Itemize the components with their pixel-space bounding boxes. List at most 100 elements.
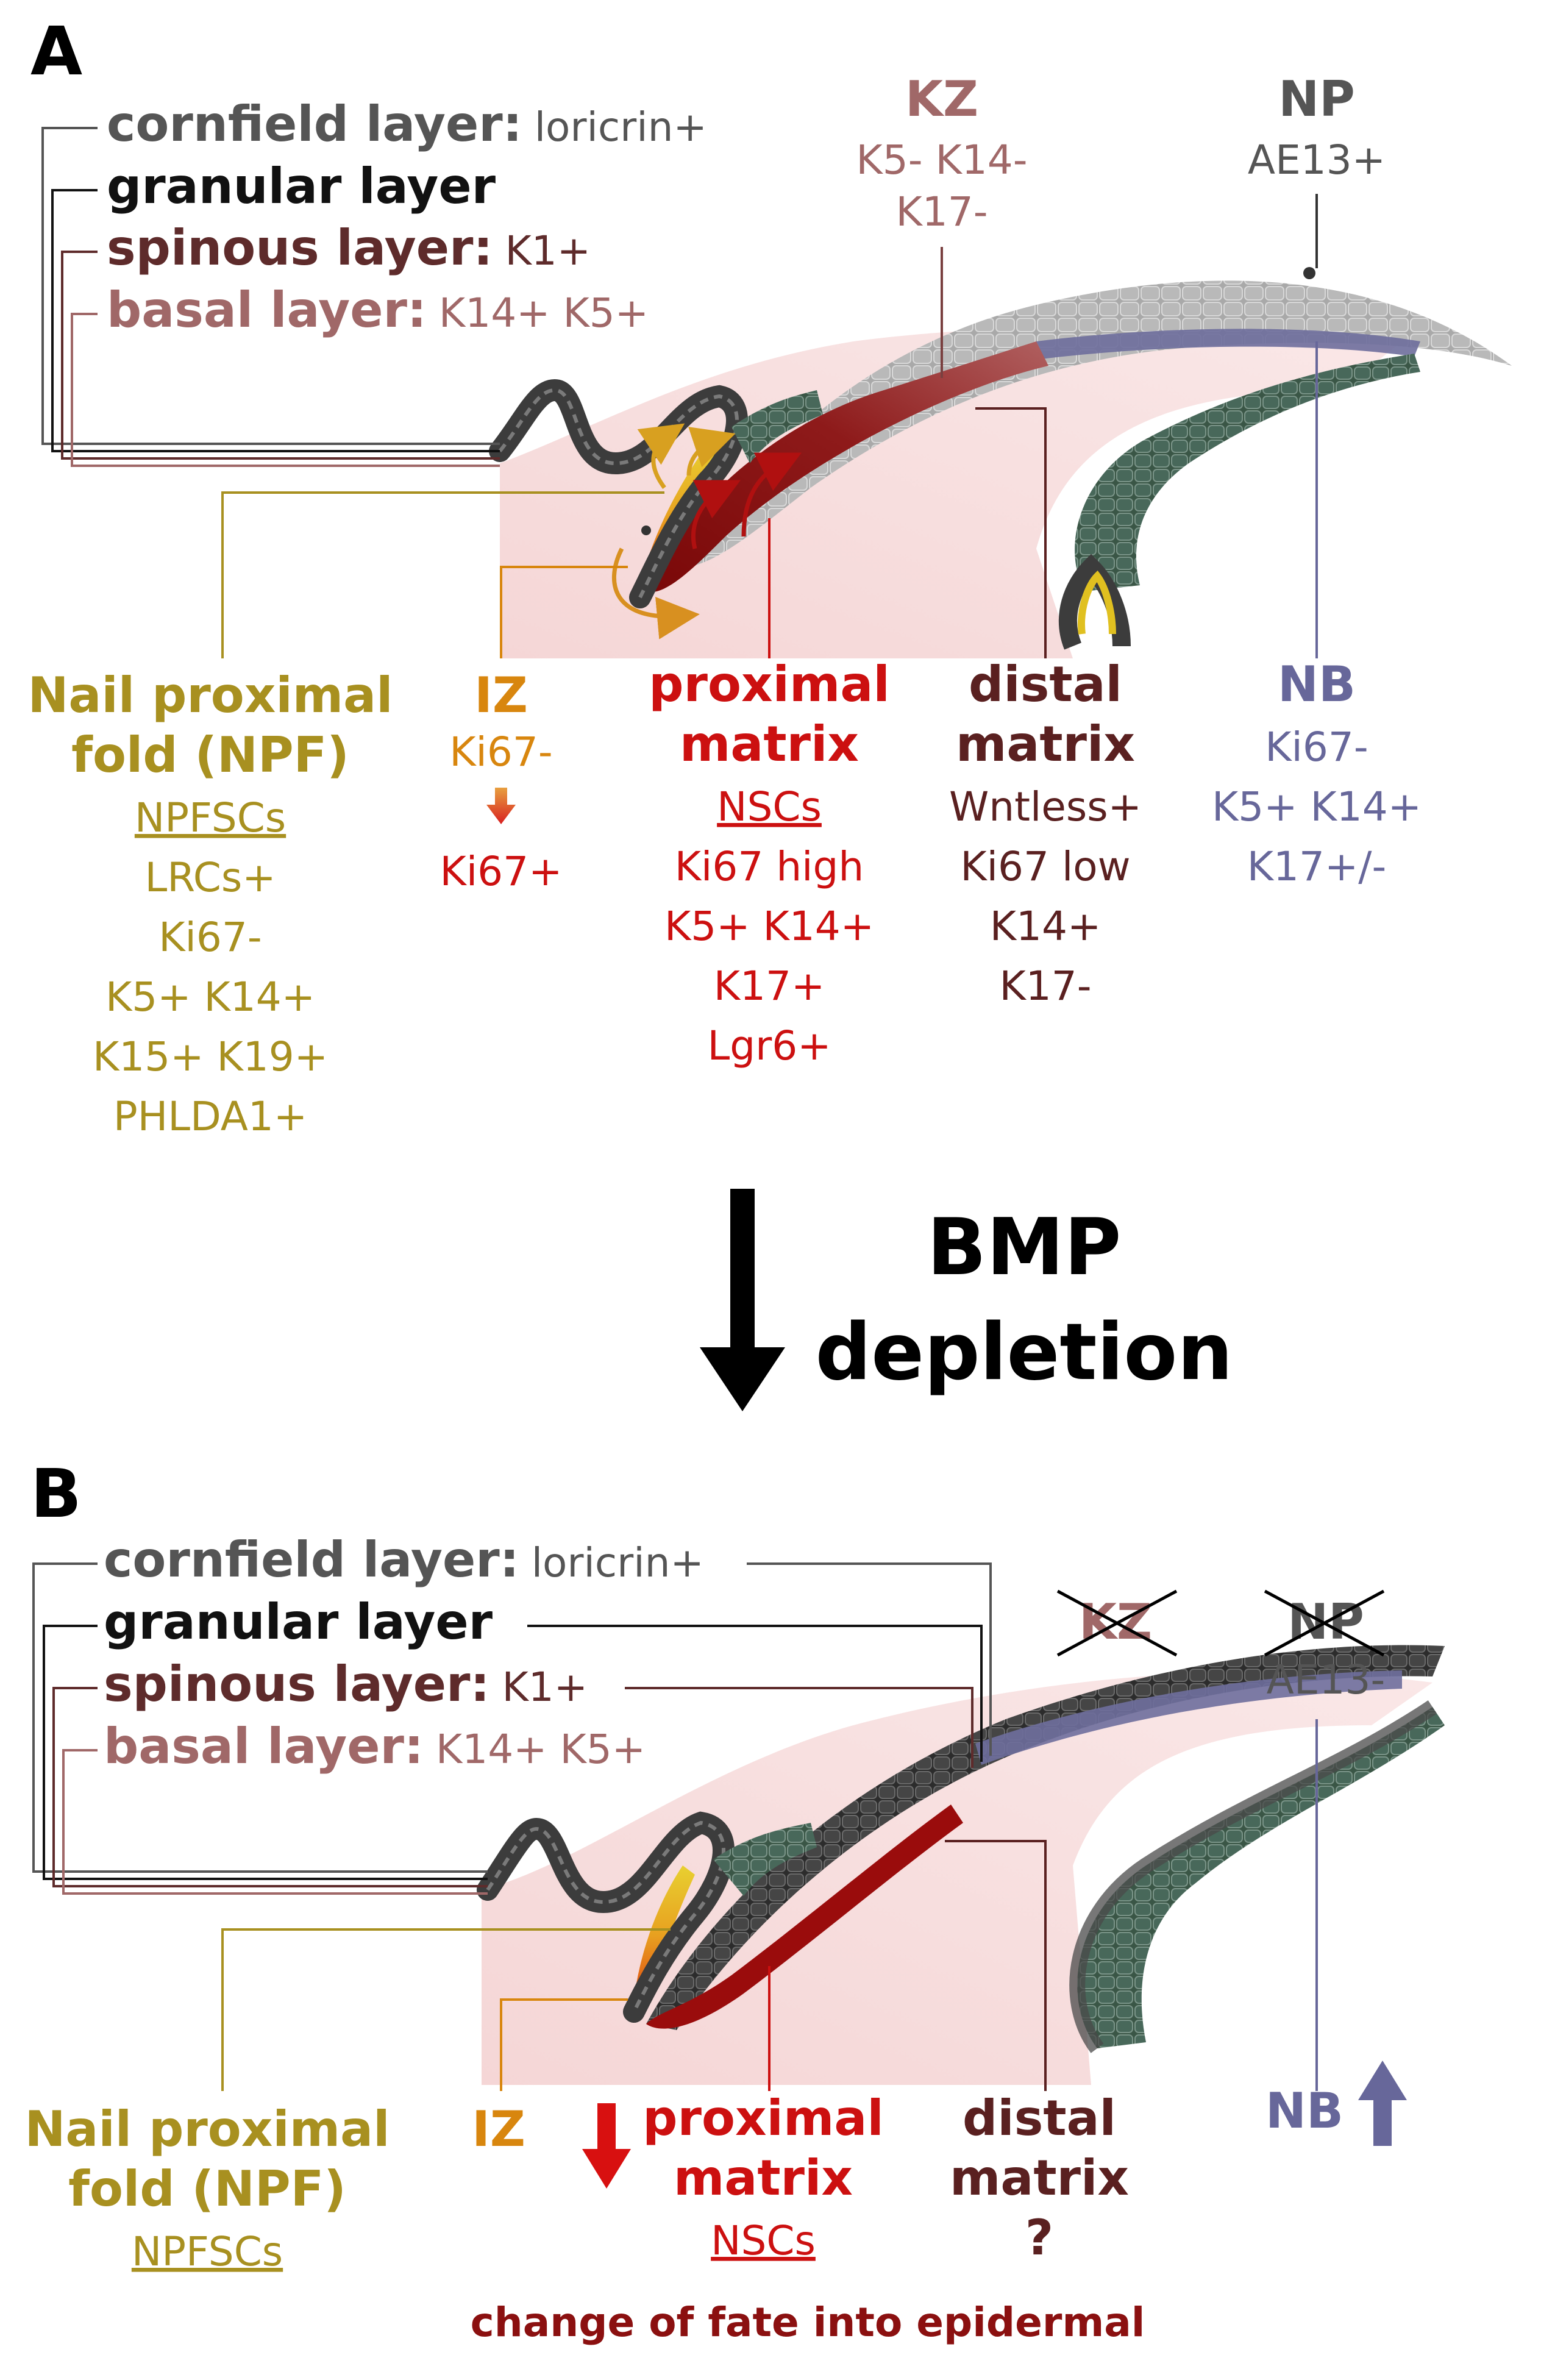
svg-text:Wntless+: Wntless+: [949, 783, 1142, 830]
spinous-layer-name: spinous layer:: [107, 219, 493, 276]
decrease-arrow-icon: [582, 2103, 631, 2189]
svg-text:matrix: matrix: [674, 2150, 853, 2206]
svg-text:IZ: IZ: [474, 667, 528, 724]
svg-text:K5- K14-: K5- K14-: [856, 137, 1027, 183]
panel-b-letter: B: [30, 1455, 82, 1533]
svg-text:PHLDA1+: PHLDA1+: [113, 1093, 307, 1140]
svg-text:K17+: K17+: [714, 963, 825, 1010]
nail-bed-band-b: [975, 1670, 1402, 1765]
panel-a: A: [27, 12, 1512, 1140]
basal-layer-marker: K14+ K5+: [439, 290, 649, 337]
svg-text:basal layer:K14+ K5+: basal layer: K14+ K5+: [107, 282, 649, 338]
nail-illustration-b: [477, 1645, 1445, 2085]
depletion-label: depletion: [816, 1307, 1233, 1398]
panel-b: B co: [24, 1455, 1445, 2346]
green-tissue-b: [713, 1823, 817, 1896]
svg-text:K15+ K19+: K15+ K19+: [93, 1033, 328, 1080]
layer-labels-b: cornfield layer: loricrin+ granular layer…: [104, 1531, 704, 1775]
svg-text:NPFSCs: NPFSCs: [132, 2228, 283, 2275]
svg-text:cornfield layer:loricrin+: cornfield layer: loricrin+: [104, 1531, 704, 1588]
basal-layer-marker-b: K14+ K5+: [436, 1726, 646, 1773]
svg-text:fold (NPF): fold (NPF): [71, 727, 349, 783]
nb-label-a: NB Ki67- K5+ K14+ K17+/-: [1212, 656, 1422, 890]
svg-text:proximal: proximal: [642, 2090, 883, 2147]
svg-text:?: ?: [1025, 2209, 1053, 2266]
npf-label-b: Nail proximal fold (NPF) NPFSCs: [24, 2101, 390, 2275]
granular-layer-name: granular layer: [107, 158, 496, 215]
cornfield-layer-marker: loricrin+: [535, 104, 707, 151]
svg-text:Ki67-: Ki67-: [449, 729, 552, 775]
kz-label-a: KZ K5- K14- K17-: [856, 71, 1028, 378]
svg-text:basal layer:K14+ K5+: basal layer: K14+ K5+: [104, 1718, 646, 1775]
nb-label-b: NB: [1265, 2061, 1407, 2146]
hyponychium-a: [1075, 354, 1420, 591]
fate-change-caption: change of fate into epidermal: [471, 2299, 1145, 2346]
svg-text:matrix: matrix: [950, 2150, 1129, 2206]
connector-lines-b: [221, 1719, 1318, 2091]
npf-label-a: Nail proximal fold (NPF) NPFSCs LRCs+ Ki…: [27, 667, 393, 1140]
svg-text:matrix: matrix: [956, 716, 1135, 772]
np-label-a: NP AE13+: [1248, 71, 1386, 268]
svg-text:NSCs: NSCs: [711, 2217, 816, 2264]
iz-down-arrow-icon: [486, 788, 516, 824]
svg-text:proximal: proximal: [649, 656, 889, 713]
svg-text:Ki67 low: Ki67 low: [960, 843, 1130, 890]
svg-text:KZ: KZ: [905, 71, 978, 127]
matrix-b: [646, 1805, 963, 2029]
basal-layer-name-b: basal layer:: [104, 1718, 424, 1775]
svg-text:AE13-: AE13-: [1267, 1656, 1386, 1703]
svg-text:distal: distal: [969, 656, 1122, 713]
cornfield-layer-marker-b: loricrin+: [532, 1539, 704, 1586]
svg-text:NPFSCs: NPFSCs: [135, 794, 286, 841]
svg-text:Ki67+: Ki67+: [440, 848, 563, 895]
kz-crossed-b: KZ: [1056, 1589, 1178, 1657]
svg-text:Ki67-: Ki67-: [158, 914, 262, 961]
svg-text:spinous layer:K1+: spinous layer: K1+: [104, 1656, 588, 1712]
svg-text:LRCs+: LRCs+: [144, 854, 276, 901]
svg-text:K5+ K14+: K5+ K14+: [664, 903, 874, 950]
svg-text:K17+/-: K17+/-: [1247, 843, 1387, 890]
svg-text:Nail proximal: Nail proximal: [24, 2101, 390, 2157]
svg-text:Ki67 high: Ki67 high: [675, 843, 864, 890]
cornfield-layer-name-b: cornfield layer:: [104, 1531, 519, 1588]
matrix-a: [646, 341, 1048, 593]
spinous-layer-marker-b: K1+: [502, 1664, 588, 1711]
svg-text:K17-: K17-: [999, 963, 1091, 1010]
nail-bed-tissue-b: [482, 1672, 1432, 2085]
svg-text:cornfield layer:loricrin+: cornfield layer: loricrin+: [107, 96, 707, 152]
increase-arrow-icon: [1358, 2061, 1407, 2146]
spinous-layer-marker: K1+: [505, 227, 591, 274]
distal-matrix-label-b: distal matrix ?: [950, 2090, 1129, 2266]
proximal-matrix-label-b: proximal matrix NSCs: [642, 2090, 883, 2264]
bmp-label: BMP: [927, 1202, 1122, 1293]
svg-text:Ki67-: Ki67-: [1265, 724, 1368, 771]
svg-text:spinous layer:K1+: spinous layer: K1+: [107, 219, 591, 276]
green-tissue-a: [731, 390, 823, 463]
iz-label-a: IZ Ki67- Ki67+: [440, 667, 563, 895]
svg-text:NB: NB: [1265, 2082, 1343, 2139]
svg-text:K14+: K14+: [990, 903, 1101, 950]
nail-illustration-a: [489, 267, 1512, 658]
iz-label-b: IZ: [472, 2101, 631, 2189]
panel-a-letter: A: [30, 12, 82, 90]
basal-layer-name: basal layer:: [107, 282, 427, 338]
distal-matrix-label-a: distal matrix Wntless+ Ki67 low K14+ K17…: [949, 656, 1142, 1010]
svg-text:Lgr6+: Lgr6+: [707, 1022, 831, 1069]
cornfield-layer-name: cornfield layer:: [107, 96, 522, 152]
svg-text:K17-: K17-: [895, 188, 988, 235]
np-crossed-b: NP AE13-: [1264, 1589, 1386, 1703]
svg-text:NB: NB: [1278, 656, 1356, 713]
spinous-layer-name-b: spinous layer:: [104, 1656, 489, 1712]
layer-brackets-a: [41, 127, 500, 467]
nail-bed-band-a: [1036, 329, 1420, 360]
hyponychium-b: [1077, 1707, 1445, 2048]
granular-layer-name-b: granular layer: [104, 1594, 493, 1650]
connector-lines-a: [221, 341, 1318, 658]
svg-text:NSCs: NSCs: [717, 783, 822, 830]
svg-text:distal: distal: [963, 2090, 1116, 2147]
bmp-transition: BMP depletion: [700, 1189, 1233, 1411]
down-arrow-icon: [700, 1189, 785, 1411]
layer-labels-a: cornfield layer: loricrin+ granular layer…: [107, 96, 707, 338]
svg-text:K5+ K14+: K5+ K14+: [1212, 783, 1422, 830]
